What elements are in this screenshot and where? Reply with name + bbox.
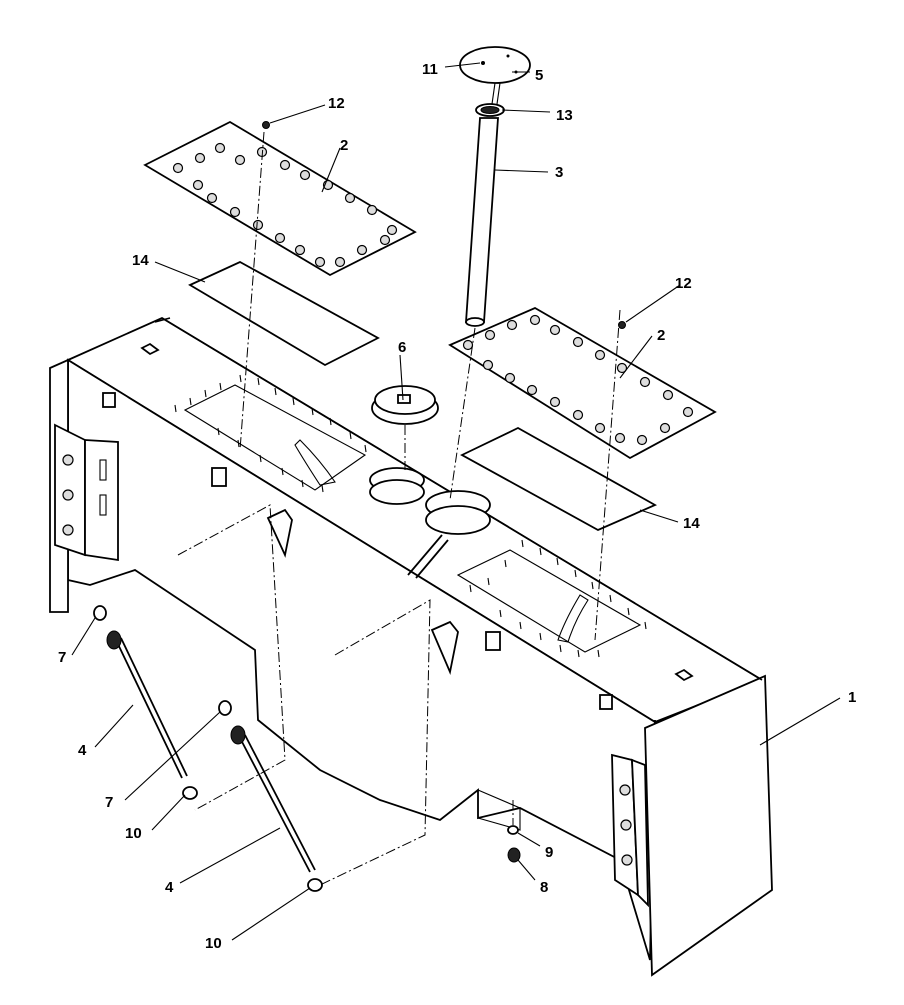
leader-lines [71, 62, 841, 941]
drain-rod-right [218, 700, 323, 892]
tank-body [49, 316, 773, 977]
callout-8: 8 [540, 879, 548, 896]
callout-14: 14 [683, 515, 700, 532]
cover-plate-right [448, 306, 717, 460]
plug-12b [618, 321, 626, 329]
right-hinge-bracket [611, 753, 649, 908]
callout-10: 10 [125, 825, 142, 842]
callout-4: 4 [78, 742, 87, 759]
callout-13: 13 [556, 107, 573, 124]
callout-7: 7 [58, 649, 66, 666]
callout-9: 9 [545, 844, 553, 861]
gasket-left [188, 260, 380, 367]
centre-lines [177, 131, 621, 886]
callout-14: 14 [132, 252, 149, 269]
callout-5: 5 [535, 67, 543, 84]
callout-6: 6 [398, 339, 406, 356]
plug-12a [262, 121, 270, 129]
gasket-right [460, 426, 658, 532]
gauge-tube-assembly [459, 46, 531, 327]
callout-12: 12 [675, 275, 692, 292]
cover-plate-left [143, 120, 417, 277]
callout-11: 11 [422, 61, 438, 78]
callout-2: 2 [657, 327, 665, 344]
callout-3: 3 [555, 164, 563, 181]
callout-12: 12 [328, 95, 345, 112]
nut-8 [507, 847, 521, 863]
filler-cap [371, 385, 439, 425]
callout-7: 7 [105, 794, 113, 811]
callout-1: 1 [848, 689, 856, 706]
callout-2: 2 [340, 137, 348, 154]
drain-rod-left [93, 605, 198, 800]
callout-labels: 11 5 13 3 12 2 14 12 2 6 14 1 7 4 7 10 4… [58, 61, 856, 952]
left-hinge-bracket [54, 423, 119, 562]
callout-10: 10 [205, 935, 222, 952]
callout-4: 4 [165, 879, 174, 896]
washer-9 [507, 825, 519, 835]
